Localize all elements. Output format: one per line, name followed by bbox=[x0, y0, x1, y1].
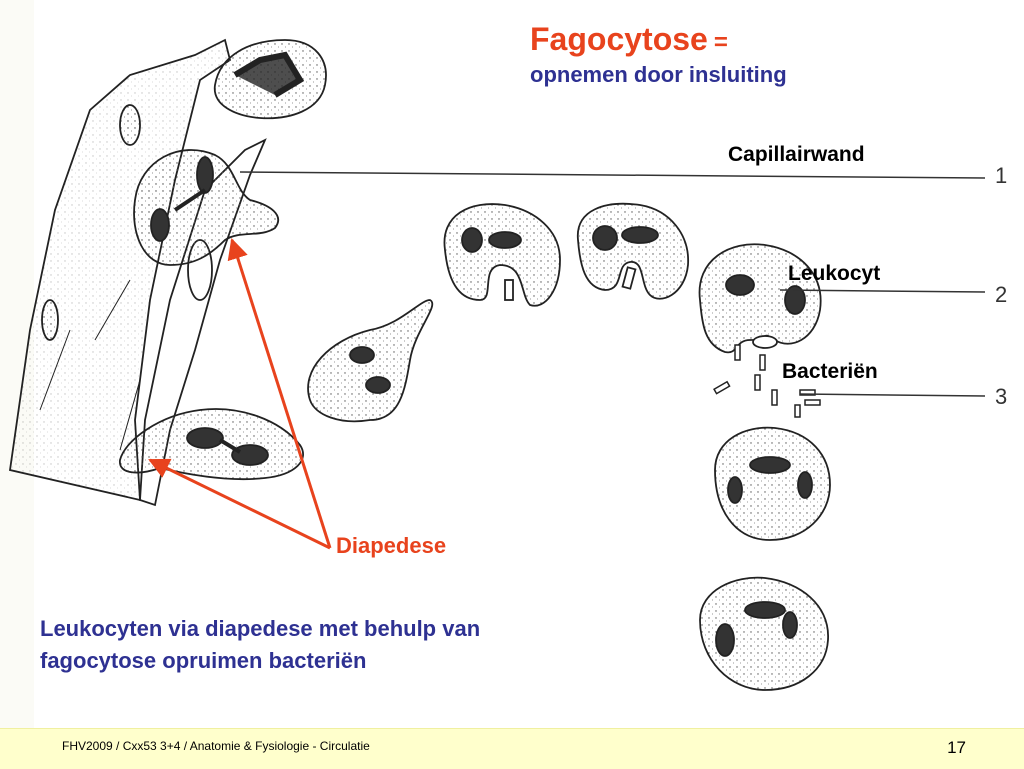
marker-number-2: 2 bbox=[995, 282, 1008, 307]
label-bacterien: Bacteriën bbox=[782, 360, 878, 383]
page-number: 17 bbox=[947, 738, 966, 757]
caption-line-1: Leukocyten via diapedese met behulp van bbox=[40, 616, 481, 641]
slide-title: Fagocytose= bbox=[530, 20, 787, 62]
leukocyte-approach-2 bbox=[577, 202, 689, 300]
caption: Leukocyten via diapedese met behulp van … bbox=[40, 613, 630, 677]
slide-subtitle: opnemen door insluiting bbox=[530, 62, 787, 87]
label-diapedese: Diapedese bbox=[336, 533, 447, 558]
title-equals: = bbox=[713, 29, 728, 56]
leukocyte-with-bacteria-1 bbox=[714, 426, 831, 541]
footer-bar: FHV2009 / Cxx53 3+4 / Anatomie & Fysiolo… bbox=[0, 728, 1024, 769]
migrating-leukocyte bbox=[307, 299, 434, 423]
bacteria bbox=[713, 344, 821, 418]
leader-lines bbox=[239, 171, 986, 397]
leukocyte-with-bacteria-2 bbox=[699, 576, 829, 691]
phagocytosis-illustration bbox=[8, 38, 986, 691]
marker-number-1: 1 bbox=[995, 163, 1008, 188]
footer-text: FHV2009 / Cxx53 3+4 / Anatomie & Fysiolo… bbox=[62, 739, 370, 753]
title-main: Fagocytose bbox=[530, 21, 708, 57]
leukocyte-in-wall-middle bbox=[133, 149, 280, 266]
diapedese-arrows bbox=[148, 237, 332, 550]
label-capillairwand: Capillairwand bbox=[728, 143, 865, 166]
leukocyte-approach-1 bbox=[443, 203, 561, 307]
label-leukocyt: Leukocyt bbox=[788, 262, 881, 285]
leukocyte-in-wall-top bbox=[214, 39, 327, 120]
title-block: Fagocytose= opnemen door insluiting bbox=[530, 20, 787, 88]
caption-line-2: fagocytose opruimen bacteriën bbox=[40, 648, 367, 673]
marker-number-3: 3 bbox=[995, 384, 1008, 409]
leukocyte-engulfing bbox=[698, 243, 822, 354]
